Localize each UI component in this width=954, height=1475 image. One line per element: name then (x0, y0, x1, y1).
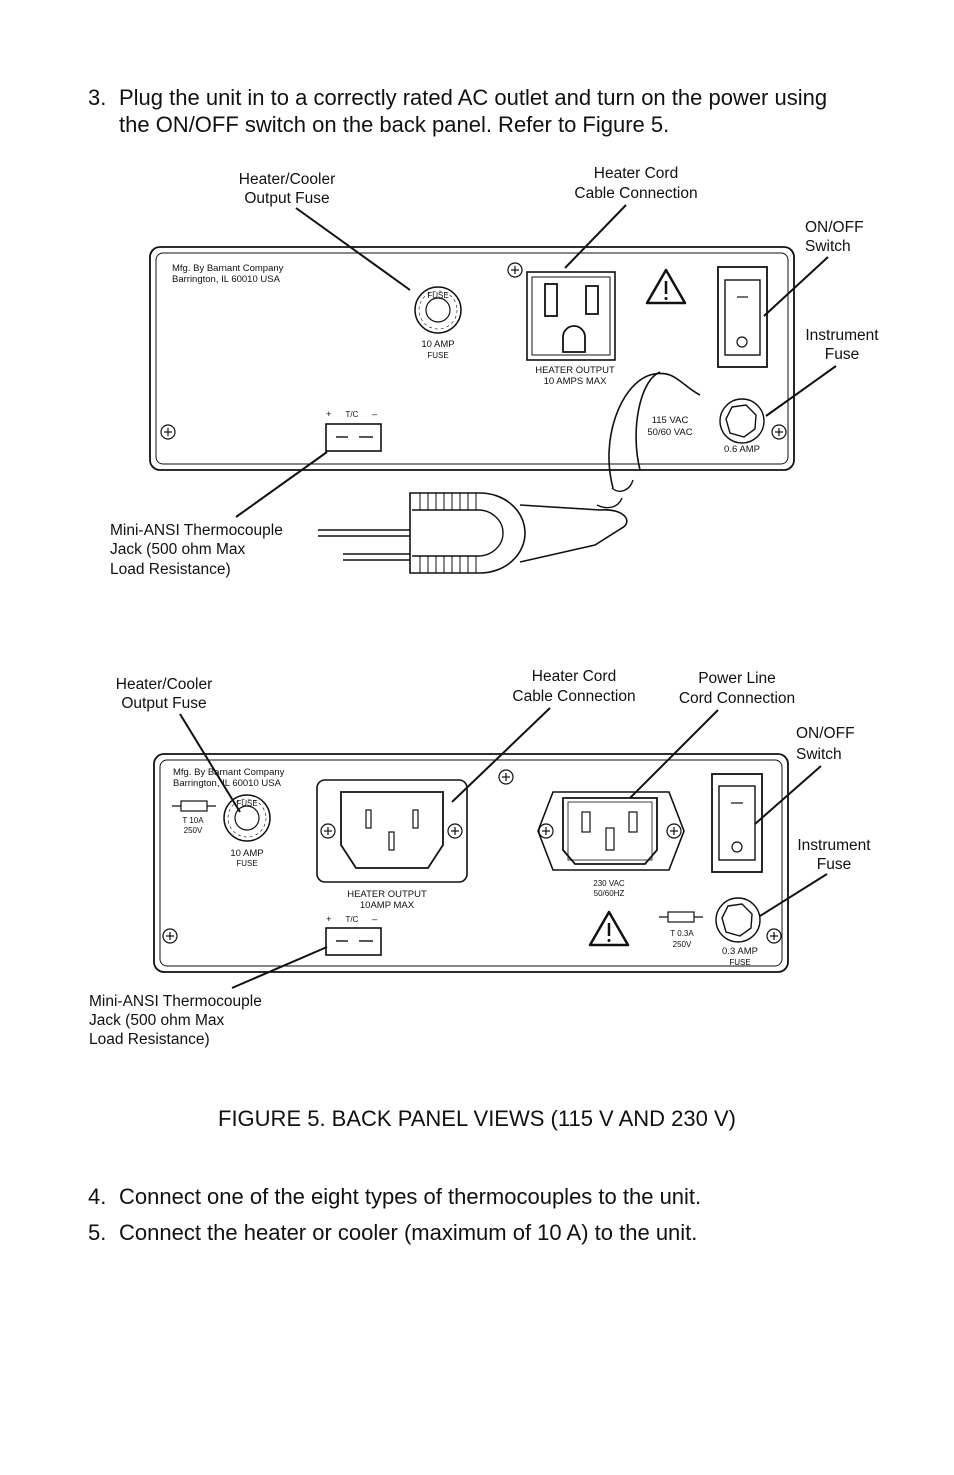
heater-output-label: HEATER OUTPUT (535, 365, 615, 376)
voltage-freq: 50/60HZ (594, 889, 625, 898)
step-number: 5. (88, 1220, 107, 1245)
onoff-switch-icon (711, 773, 763, 873)
fuse-small-volt: 250V (184, 826, 203, 835)
fuse-ring-text: FUSE (236, 799, 257, 808)
step-number: 3. (88, 85, 107, 110)
step-4: 4. Connect one of the eight types of ther… (88, 1183, 701, 1210)
step-text: Connect the heater or cooler (maximum of… (119, 1220, 698, 1245)
callout-instrument-fuse-1: Instrument (805, 327, 879, 344)
callout-thermocouple-1: Mini-ANSI Thermocouple (110, 522, 283, 539)
fuse-word: FUSE (236, 859, 257, 868)
callout-instrument-fuse-2: Fuse (817, 856, 851, 873)
warning-icon (588, 910, 630, 947)
screw-icon (498, 769, 514, 785)
callout-power-line-1: Power Line (698, 670, 776, 687)
screw-icon (320, 823, 336, 839)
callout-onoff-2: Switch (805, 238, 851, 255)
mfg-line2: Barrington, IL 60010 USA (172, 274, 281, 285)
callout-heater-cord-1: Heater Cord (532, 668, 616, 685)
fuse-word: FUSE (427, 351, 448, 360)
figure-caption: FIGURE 5. BACK PANEL VIEWS (115 V AND 23… (218, 1106, 736, 1131)
thermocouple-jack-icon (325, 927, 382, 956)
fuse-rating: 10 AMP (421, 339, 454, 350)
instrument-fuse-rating: 0.6 AMP (724, 444, 760, 455)
callout-instrument-fuse-2: Fuse (825, 346, 859, 363)
mfg-line2: Barrington, IL 60010 USA (173, 778, 282, 789)
screw-icon (771, 424, 787, 440)
power-cord-icon (608, 371, 701, 489)
callout-onoff-2: Switch (796, 746, 842, 763)
screw-icon (538, 823, 554, 839)
voltage-freq: 50/60 VAC (647, 427, 692, 438)
fuse-small-rating: T 10A (182, 816, 204, 825)
tc-minus: – (372, 914, 378, 925)
voltage-label: 230 VAC (593, 879, 625, 888)
panel-230v: Mfg. By Barnant Company Barrington, IL 6… (153, 753, 789, 973)
fuse-ring-text: FUSE (427, 291, 448, 300)
callout-thermocouple-2: Jack (500 ohm Max (89, 1012, 224, 1029)
step-3: 3. Plug the unit in to a correctly rated … (88, 84, 827, 138)
plug-icon (318, 479, 634, 574)
callout-onoff-1: ON/OFF (796, 725, 855, 742)
step-text: Connect one of the eight types of thermo… (119, 1184, 702, 1209)
voltage-label: 115 VAC (652, 415, 689, 426)
step-text-line2: the ON/OFF switch on the back panel. Ref… (119, 112, 670, 137)
tc-minus: – (372, 409, 378, 420)
panel-115v: Mfg. By Barnant Company Barrington, IL 6… (149, 246, 795, 489)
warning-icon (645, 268, 687, 305)
inst-fuse-small-volt: 250V (673, 940, 692, 949)
fuse-rating: 10 AMP (230, 848, 263, 859)
mfg-line1: Mfg. By Barnant Company (173, 767, 285, 778)
thermocouple-jack-icon (325, 423, 382, 452)
screw-icon (507, 262, 523, 278)
step-number: 4. (88, 1184, 107, 1209)
tc-label: T/C (346, 915, 359, 924)
heater-output-outlet-icon (526, 271, 616, 361)
heater-output-iec-socket-icon (316, 779, 468, 883)
instrument-fuse-icon (719, 398, 765, 444)
step-text-line1: Plug the unit in to a correctly rated AC… (119, 85, 828, 110)
callout-power-line-2: Cord Connection (679, 690, 795, 707)
callout-heater-cooler-fuse-2: Output Fuse (121, 695, 206, 712)
screw-icon (160, 424, 176, 440)
instrument-fuse-word: FUSE (729, 958, 750, 967)
screw-icon (447, 823, 463, 839)
tc-plus: + (326, 409, 332, 420)
callouts-230v: Heater/Cooler Output Fuse Heater Cord Ca… (89, 668, 871, 1048)
instrument-fuse-icon (715, 897, 761, 943)
screw-icon (162, 928, 178, 944)
callout-heater-cooler-fuse-1: Heater/Cooler (239, 171, 336, 188)
callout-heater-cord-2: Cable Connection (574, 185, 697, 202)
tc-plus: + (326, 914, 332, 925)
callouts-115v: Heater/Cooler Output Fuse Heater Cord Ca… (110, 165, 879, 578)
callout-onoff-1: ON/OFF (805, 219, 864, 236)
heater-output-max: 10AMP MAX (360, 900, 415, 911)
step-5: 5. Connect the heater or cooler (maximum … (88, 1219, 697, 1246)
callout-thermocouple-3: Load Resistance) (110, 561, 231, 578)
power-inlet-iec-icon (537, 791, 685, 871)
mfg-line1: Mfg. By Barnant Company (172, 263, 284, 274)
heater-output-label: HEATER OUTPUT (347, 889, 427, 900)
callout-heater-cord-1: Heater Cord (594, 165, 678, 182)
screw-icon (666, 823, 682, 839)
callout-heater-cord-2: Cable Connection (512, 688, 635, 705)
callout-thermocouple-3: Load Resistance) (89, 1031, 210, 1048)
callout-heater-cooler-fuse-2: Output Fuse (244, 190, 329, 207)
onoff-switch-icon (717, 266, 768, 368)
screw-icon (766, 928, 782, 944)
callout-instrument-fuse-1: Instrument (797, 837, 871, 854)
instrument-fuse-rating: 0.3 AMP (722, 946, 758, 957)
callout-heater-cooler-fuse-1: Heater/Cooler (116, 676, 213, 693)
inst-fuse-small-rating: T 0.3A (670, 929, 694, 938)
callout-thermocouple-2: Jack (500 ohm Max (110, 541, 245, 558)
callout-thermocouple-1: Mini-ANSI Thermocouple (89, 993, 262, 1010)
tc-label: T/C (346, 410, 359, 419)
heater-output-max: 10 AMPS MAX (544, 376, 607, 387)
